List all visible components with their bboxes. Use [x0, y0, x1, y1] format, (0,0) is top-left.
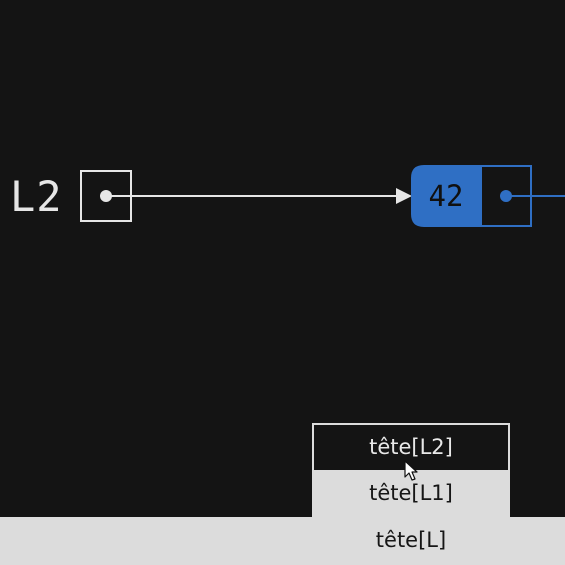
pointer-arrowhead	[396, 188, 412, 204]
node-value-cell[interactable]	[411, 165, 482, 227]
mouse-pointer-icon	[404, 460, 418, 481]
dropdown-option[interactable]: tête[L1]	[312, 470, 510, 517]
variable-label: L2	[10, 172, 63, 221]
node-value-label: 42	[428, 179, 464, 213]
pointer-target-dropdown[interactable]: tête[L2] tête[L1] tête[L]	[312, 423, 510, 565]
dropdown-option[interactable]: tête[L]	[312, 517, 510, 564]
dropdown-option[interactable]: tête[L2]	[312, 423, 510, 470]
